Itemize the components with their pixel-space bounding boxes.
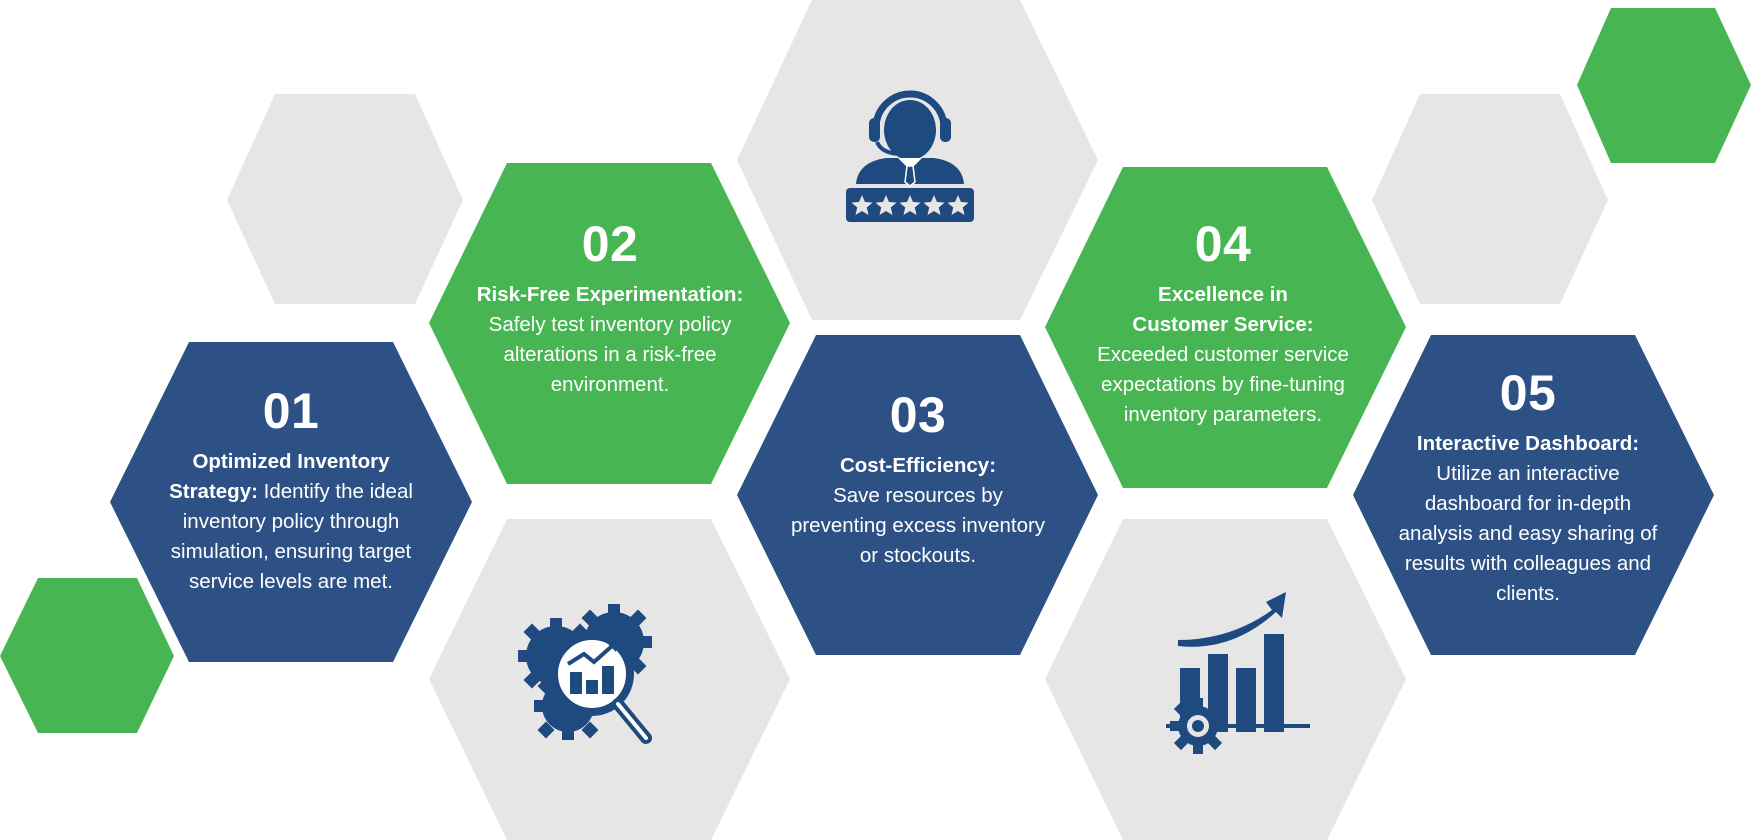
blue-hexagon — [737, 335, 1098, 655]
card-title: Excellence in Customer Service: — [1132, 283, 1314, 336]
card-01: 01 Optimized Inventory Strategy: Identif… — [156, 383, 426, 597]
card-title: Risk-Free Experimentation: — [476, 283, 744, 306]
card-number: 03 — [889, 387, 947, 443]
card-text: Safely test inventory policy alterations… — [488, 313, 732, 396]
card-text: Exceeded customer service expectations b… — [1097, 343, 1349, 426]
blue-hexagon — [1353, 335, 1714, 655]
card-number: 05 — [1499, 365, 1557, 421]
growth-chart-gear-icon — [1166, 592, 1310, 754]
card-title: Cost-Efficiency: — [839, 454, 997, 477]
green-hexagon — [429, 163, 790, 484]
gray-hexagon — [227, 94, 463, 304]
card-text: Save resources by preventing excess inve… — [790, 484, 1046, 567]
card-02: 02 Risk-Free Experimentation: Safely test… — [475, 216, 745, 400]
green-hexagon — [1045, 167, 1406, 488]
gears-magnifier-analysis-icon — [518, 604, 652, 744]
card-05: 05 Interactive Dashboard: Utilize an inte… — [1393, 365, 1663, 609]
card-number: 01 — [262, 383, 320, 439]
card-number: 02 — [581, 216, 639, 272]
card-03: 03 Cost-Efficiency: Save resources by pre… — [783, 387, 1053, 571]
green-hexagon — [1577, 8, 1751, 163]
card-text: Utilize an interactive dashboard for in-… — [1398, 462, 1658, 605]
green-hexagon — [0, 578, 174, 733]
card-title: Optimized Inventory Strategy: — [169, 450, 390, 503]
card-number: 04 — [1194, 216, 1252, 272]
blue-hexagon — [110, 342, 472, 662]
card-04: 04 Excellence in Customer Service: Exceed… — [1092, 216, 1354, 430]
card-title: Interactive Dashboard: — [1416, 432, 1640, 455]
gray-hexagon — [1372, 94, 1608, 304]
customer-service-rating-icon — [846, 90, 974, 222]
card-text: Identify the ideal inventory policy thro… — [170, 480, 413, 593]
